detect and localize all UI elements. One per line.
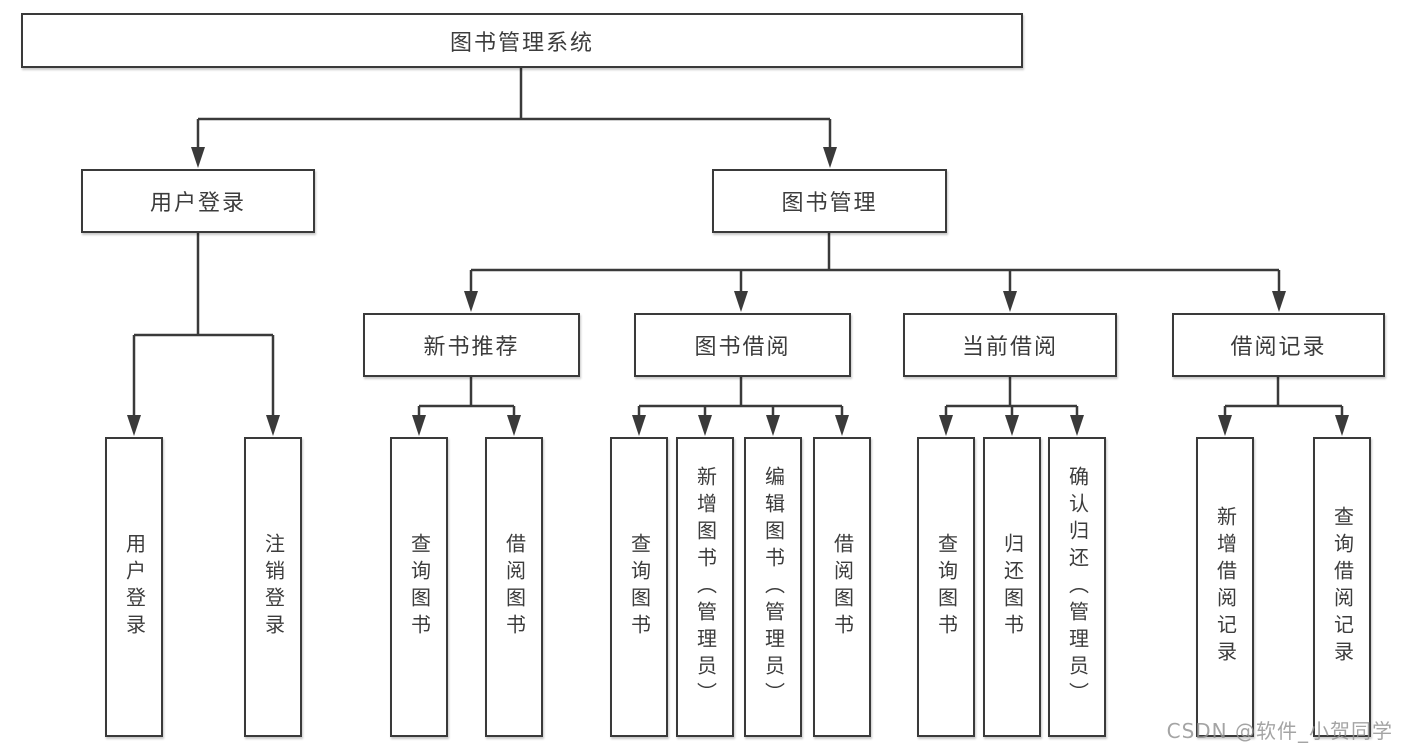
node-label: 注销登录 — [261, 533, 286, 641]
node-query-books-borrowing: 查询图书 — [610, 437, 668, 737]
node-label: 用户登录 — [122, 533, 147, 641]
node-query-books-current: 查询图书 — [917, 437, 975, 737]
node-label: 查询图书 — [627, 533, 652, 641]
node-label: 新增图书（管理员） — [693, 465, 718, 709]
node-edit-books-admin: 编辑图书（管理员） — [744, 437, 802, 737]
node-book-borrowing: 图书借阅 — [634, 313, 851, 377]
node-query-borrow-record: 查询借阅记录 — [1313, 437, 1371, 737]
node-borrowing-records: 借阅记录 — [1172, 313, 1385, 377]
node-book-management: 图书管理 — [712, 169, 947, 233]
node-current-borrowing: 当前借阅 — [903, 313, 1117, 377]
node-label: 新增借阅记录 — [1213, 506, 1238, 668]
node-add-borrow-record: 新增借阅记录 — [1196, 437, 1254, 737]
node-label: 新书推荐 — [423, 335, 520, 360]
node-label: 确认归还（管理员） — [1065, 465, 1090, 709]
node-library-system: 图书管理系统 — [21, 13, 1023, 68]
node-label: 图书借阅 — [694, 335, 791, 360]
node-label: 当前借阅 — [961, 335, 1058, 360]
node-label: 借阅图书 — [830, 533, 855, 641]
node-label: 借阅记录 — [1230, 335, 1327, 360]
node-label: 借阅图书 — [502, 533, 527, 641]
csdn-watermark: CSDN @软件_小贺同学 — [1166, 719, 1393, 743]
node-logout-leaf: 注销登录 — [244, 437, 302, 737]
node-label: 查询图书 — [407, 533, 432, 641]
node-label: 用户登录 — [149, 191, 246, 216]
node-user-login-leaf: 用户登录 — [105, 437, 163, 737]
node-add-books-admin: 新增图书（管理员） — [676, 437, 734, 737]
node-borrow-books-leaf: 借阅图书 — [813, 437, 871, 737]
node-new-book-recommend: 新书推荐 — [363, 313, 580, 377]
arrowhead-icons — [127, 147, 1349, 436]
connector-paths — [132, 68, 1344, 418]
node-label: 归还图书 — [1000, 533, 1025, 641]
node-user-login: 用户登录 — [81, 169, 315, 233]
node-label: 查询借阅记录 — [1330, 506, 1355, 668]
node-confirm-return-admin: 确认归还（管理员） — [1048, 437, 1106, 737]
node-label: 图书管理 — [781, 191, 878, 216]
node-query-books-recommend: 查询图书 — [390, 437, 448, 737]
node-return-books: 归还图书 — [983, 437, 1041, 737]
node-label: 查询图书 — [934, 533, 959, 641]
node-label: 图书管理系统 — [449, 30, 594, 56]
node-label: 编辑图书（管理员） — [761, 465, 786, 709]
node-borrow-books-recommend: 借阅图书 — [485, 437, 543, 737]
